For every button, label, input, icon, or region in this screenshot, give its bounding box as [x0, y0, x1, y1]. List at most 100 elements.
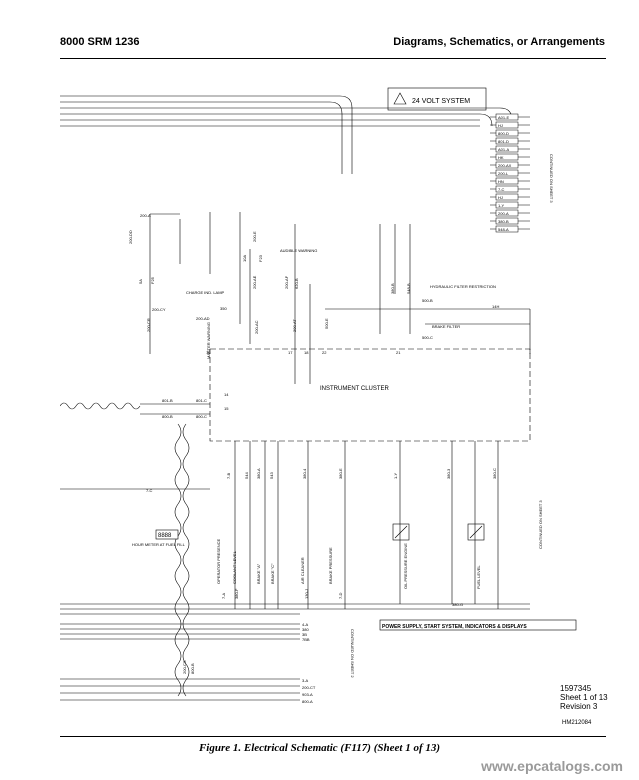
wire-200cr: 200-CR	[146, 318, 151, 332]
vertical-wire-label: 1-Y	[393, 472, 398, 479]
sheet3-wire-label: A01-E	[498, 115, 509, 120]
bottom-wire-label: 130-J	[304, 589, 309, 599]
sheet3-wire-label: 200-L	[498, 171, 509, 176]
switch-label: COOLANT LEVEL	[232, 550, 237, 584]
vertical-wire-label: 380-3	[446, 468, 451, 479]
wire-box	[495, 209, 519, 217]
master-warning-label: MASTER WARNING	[206, 322, 211, 359]
wire-350: 350	[220, 306, 227, 311]
continued-sheet2: CONTINUED ON SHEET 2	[350, 629, 355, 678]
wire-800b-low: 800-B	[190, 663, 195, 674]
sheet2-wire-top-label: 4-A	[302, 622, 309, 627]
hm-number: HM212084	[562, 720, 592, 726]
sheet3-wire-label: 1-Y	[498, 203, 505, 208]
sheet3-wire-label: HN	[498, 179, 504, 184]
hour-meter-label: HOUR METER AT FUEL FILL	[132, 542, 186, 547]
vertical-wire-label: 380-4	[302, 468, 307, 479]
wire-box	[495, 121, 519, 129]
hydraulic-filter-label: HYDRAULIC FILTER RESTRICTION	[430, 284, 496, 289]
wire-box	[495, 169, 519, 177]
vertical-wire-label: 7-B	[226, 472, 231, 479]
wire-box	[495, 129, 519, 137]
power-supply-label: POWER SUPPLY, START SYSTEM, INDICATORS &…	[382, 624, 527, 630]
sender-label: FUEL LEVEL	[476, 565, 481, 589]
pin-14: 14	[224, 392, 229, 397]
sheet3-wire-label: 800-D	[498, 131, 509, 136]
amp-5a: 5A	[138, 279, 143, 284]
pin-16: 16	[206, 350, 211, 355]
vertical-wire-label: 380-C	[492, 468, 497, 479]
sheet-number: Sheet 1 of 13	[560, 693, 608, 702]
wire-500c: 500-C	[422, 335, 433, 340]
wire-box	[495, 137, 519, 145]
sheet3-wire-label: 200-A	[498, 211, 509, 216]
wire-801c: 801-C	[196, 398, 207, 403]
wire-200ac: 200-AC	[254, 320, 259, 334]
wire-box	[495, 225, 519, 233]
switch-label: BRAKE "A"	[256, 563, 261, 584]
wire-box	[495, 161, 519, 169]
vertical-wire-label: 543	[269, 472, 274, 479]
pin-18: 18	[304, 350, 309, 355]
wire-box	[495, 145, 519, 153]
pin-22: 22	[322, 350, 327, 355]
sheet2-wire-bottom-label: 903-A	[302, 692, 313, 697]
vertical-wire-label: 544	[244, 472, 249, 479]
wire-box	[495, 185, 519, 193]
pin-17: 17	[288, 350, 293, 355]
switch-label: BRAKE "C"	[270, 563, 275, 584]
wire-200at: 200-AT	[292, 319, 297, 332]
wire-548b: 548-B	[406, 283, 411, 294]
wire-box	[495, 217, 519, 225]
sheet3-wire-label: 548-A	[498, 227, 509, 232]
wire-200cy: 200-CY	[152, 307, 166, 312]
section-title: Diagrams, Schematics, or Arrangements	[393, 36, 605, 48]
switch-label: AIR CLEANER	[300, 557, 305, 584]
reference-number: 1597345	[560, 684, 592, 693]
header-rule	[60, 58, 606, 59]
wire-box	[495, 177, 519, 185]
vertical-wire-label: 380-E	[338, 468, 343, 479]
sheet3-wire-label: 380-B	[498, 219, 509, 224]
revision: Revision 3	[560, 702, 598, 711]
wire-200e: 200-E	[252, 231, 257, 242]
wire-500b: 500-B	[422, 298, 433, 303]
sheet3-wire-label: 801-D	[498, 139, 509, 144]
sheet3-wire-label: HJ	[498, 195, 503, 200]
charge-lamp-label: CHARGE IND. LAMP	[186, 290, 225, 295]
fuse-f23: F23	[258, 254, 263, 262]
wire-box	[495, 113, 519, 121]
bottom-wire-label: 380-F	[234, 588, 239, 599]
reference-block: 1597345 Sheet 1 of 13 Revision 3	[560, 684, 608, 711]
sheet3-wire-label: HJ	[498, 123, 503, 128]
wire-200a: 200-A	[140, 213, 151, 218]
sheet3-wire-label: A01-A	[498, 147, 509, 152]
pin-15: 15	[224, 406, 229, 411]
bottom-wire-label: 7-D	[338, 592, 343, 599]
watermark: www.epcatalogs.com	[481, 758, 623, 774]
instrument-cluster-label: INSTRUMENT CLUSTER	[320, 386, 390, 392]
sheet2-wire-bottom-label: 800-A	[302, 699, 313, 704]
wire-14h: 14H	[492, 304, 499, 309]
wire-box	[495, 153, 519, 161]
wire-box	[495, 201, 519, 209]
switch-label: BRAKE PRESSURE	[328, 547, 333, 584]
continued-sheet3-bottom: CONTINUED ON SHEET 3	[538, 500, 543, 549]
sheet2-wire-top-label: 7BB	[302, 637, 310, 642]
vertical-wire-label: 380-A	[256, 468, 261, 479]
continued-sheet3-top: CONTINUED ON SHEET 3	[549, 154, 554, 203]
fuse-f25: F25	[150, 276, 155, 284]
wire-7c: 7-C	[146, 488, 153, 493]
wire-500e: 500-E	[324, 318, 329, 329]
brake-filter-label: BRAKE FILTER	[432, 324, 460, 329]
sheet2-wire-bottom-label: 3-A	[302, 678, 309, 683]
wire-620b: 620-B	[294, 278, 299, 289]
wire-200ae: 200-AE	[252, 275, 257, 289]
switch-label: OPERATOR PRESENCE	[216, 538, 221, 584]
electrical-schematic: A01-EHJ800-D801-DA01-AHK200-AX200-LHN7-C…	[60, 87, 577, 704]
figure-caption: Figure 1. Electrical Schematic (F117) (S…	[198, 742, 441, 754]
wire-380g: 380-G	[452, 602, 463, 607]
sheet2-wire-top-label: 380	[302, 627, 309, 632]
wire-200dd: 200-DD	[128, 230, 133, 244]
sheet3-wire-label: HK	[498, 155, 504, 160]
